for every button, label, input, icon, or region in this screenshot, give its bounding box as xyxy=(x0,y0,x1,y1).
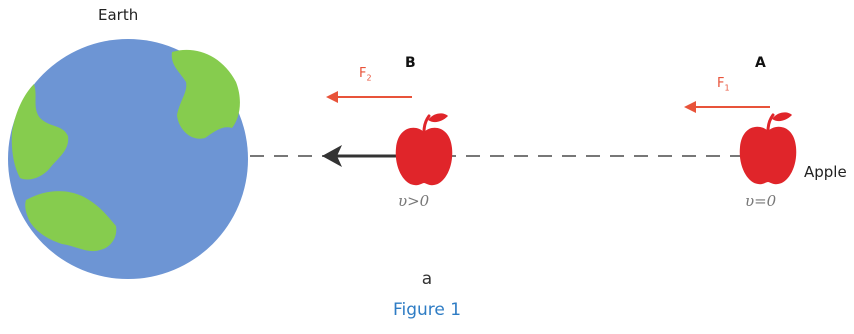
motion-arrow xyxy=(322,145,396,167)
apple-a-icon xyxy=(740,112,797,184)
subfigure-label: a xyxy=(0,271,854,288)
velocity-b-label: υ>0 xyxy=(398,194,429,209)
force-f2-label: F2 xyxy=(359,67,372,83)
earth-globe xyxy=(8,39,248,279)
force-f1-subscript: 1 xyxy=(724,84,729,93)
force-f1-label: F1 xyxy=(717,77,730,93)
velocity-a-label: υ=0 xyxy=(745,194,776,209)
force-f2-subscript: 2 xyxy=(366,74,371,83)
force-arrow-f1 xyxy=(684,101,770,113)
apple-label: Apple xyxy=(804,165,847,180)
point-b-label: B xyxy=(405,56,416,70)
force-arrow-f2 xyxy=(326,91,412,103)
figure-caption: Figure 1 xyxy=(0,302,854,319)
apple-b-icon xyxy=(396,113,453,185)
point-a-label: A xyxy=(755,56,766,70)
earth-label: Earth xyxy=(98,8,138,23)
